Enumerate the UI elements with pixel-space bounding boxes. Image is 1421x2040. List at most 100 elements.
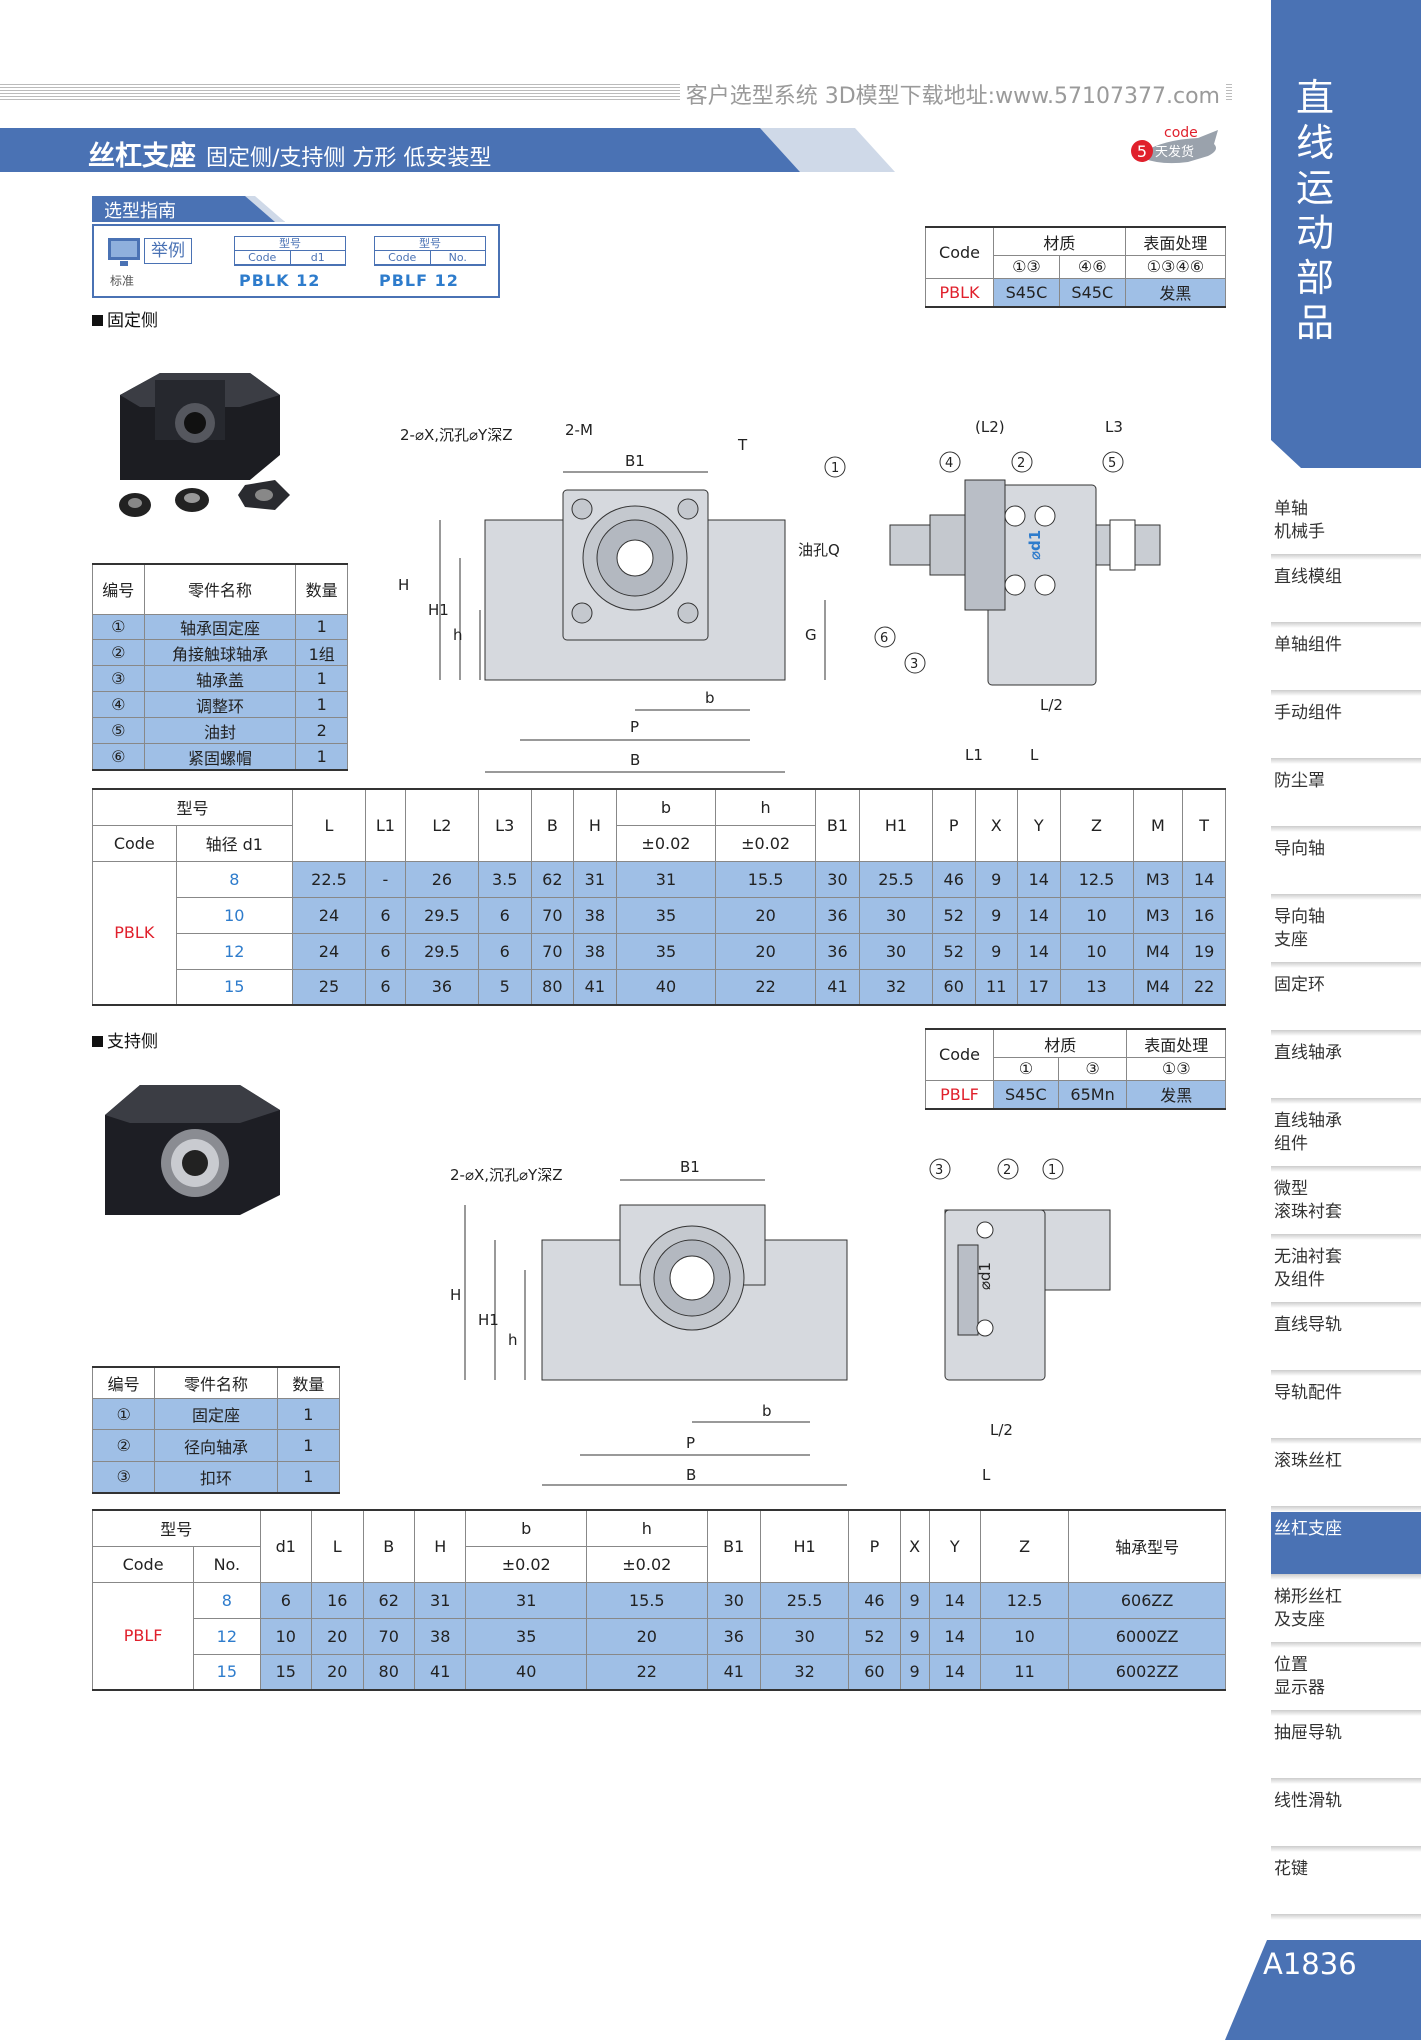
- sidebar-item-10[interactable]: 微型滚珠衬套: [1271, 1172, 1421, 1240]
- svg-text:H1: H1: [428, 601, 449, 619]
- col-header-b: b: [465, 1509, 587, 1547]
- support-side-front-drawing: 2-⌀X,沉孔⌀Y深Z B1 H H1 h b P B: [450, 1158, 848, 1486]
- col-header-b: b: [615, 788, 717, 826]
- col-header-L3: L3: [477, 788, 532, 862]
- sidebar-item-8[interactable]: 直线轴承: [1271, 1036, 1421, 1104]
- support-side-photo: [105, 1085, 280, 1215]
- svg-text:⌀d1: ⌀d1: [976, 1262, 994, 1290]
- svg-text:B: B: [630, 751, 640, 769]
- col-header-H1: H1: [859, 788, 933, 862]
- svg-text:2-⌀X,沉孔⌀Y深Z: 2-⌀X,沉孔⌀Y深Z: [450, 1166, 563, 1184]
- svg-text:2: 2: [1003, 1163, 1011, 1178]
- sidebar-item-0[interactable]: 单轴机械手: [1271, 492, 1421, 560]
- example-label: 举例: [144, 238, 192, 264]
- col-header-B1: B1: [814, 788, 861, 862]
- svg-text:2-M: 2-M: [565, 421, 593, 439]
- monitor-icon: [108, 238, 140, 266]
- example-value-1: PBLK 12: [239, 271, 321, 290]
- col-header-B: B: [362, 1509, 415, 1583]
- col-header-X: X: [974, 788, 1019, 862]
- title-bar: [0, 128, 810, 172]
- badge-code: code: [1164, 126, 1198, 141]
- sidebar-item-11[interactable]: 无油衬套及组件: [1271, 1240, 1421, 1308]
- col-header-d1: d1: [259, 1509, 313, 1583]
- svg-text:b: b: [762, 1402, 772, 1420]
- badge-days: 5: [1137, 142, 1147, 161]
- sidebar-item-12[interactable]: 直线导轨: [1271, 1308, 1421, 1376]
- col-header-B: B: [530, 788, 575, 862]
- svg-text:L1: L1: [965, 746, 983, 764]
- page-number: A1836: [1263, 1947, 1357, 1981]
- svg-text:b: b: [705, 689, 715, 707]
- sidebar-item-7[interactable]: 固定环: [1271, 968, 1421, 1036]
- col-header-P: P: [848, 1509, 901, 1583]
- sidebar-item-19[interactable]: 线性滑轨: [1271, 1784, 1421, 1852]
- col-header-M: M: [1132, 788, 1184, 862]
- sidebar-item-18[interactable]: 抽屉导轨: [1271, 1716, 1421, 1784]
- svg-text:⌀d1: ⌀d1: [1026, 530, 1044, 560]
- sidebar-item-13[interactable]: 导轨配件: [1271, 1376, 1421, 1444]
- svg-text:P: P: [686, 1434, 695, 1452]
- sidebar-item-9[interactable]: 直线轴承组件: [1271, 1104, 1421, 1172]
- svg-text:B1: B1: [625, 452, 645, 470]
- sidebar-item-17[interactable]: 位置显示器: [1271, 1648, 1421, 1716]
- sidebar-item-5[interactable]: 导向轴: [1271, 832, 1421, 900]
- col-header-H: H: [413, 1509, 467, 1583]
- col-header-Z: Z: [1059, 788, 1134, 862]
- sidebar-title: 直线运 动部品: [1295, 76, 1334, 345]
- svg-text:1: 1: [831, 461, 839, 476]
- section-support-side: 支持侧: [92, 1027, 158, 1052]
- svg-text:H: H: [450, 1286, 461, 1304]
- standard-label: 标准: [110, 274, 135, 288]
- page-subtitle: 固定侧/支持侧 方形 低安装型: [206, 146, 492, 171]
- col-header-T: T: [1182, 788, 1226, 862]
- sidebar-item-16[interactable]: 梯形丝杠及支座: [1271, 1580, 1421, 1648]
- sidebar-item-2[interactable]: 单轴组件: [1271, 628, 1421, 696]
- svg-text:4: 4: [945, 456, 953, 471]
- svg-text:L/2: L/2: [1040, 696, 1063, 714]
- support-side-section-drawing: ⌀d1 L/2 L 3 2 1: [929, 1158, 1111, 1484]
- svg-text:(L2): (L2): [975, 418, 1005, 436]
- fixed-side-front-drawing: 2-⌀X,沉孔⌀Y深Z 2-M B1 T 油孔Q 1 H H1 h G b P …: [398, 421, 846, 773]
- sidebar-item-4[interactable]: 防尘罩: [1271, 764, 1421, 832]
- svg-text:1: 1: [1048, 1163, 1056, 1178]
- col-header-H1: H1: [759, 1509, 850, 1583]
- col-header-L: L: [291, 788, 366, 862]
- col-header-X: X: [899, 1509, 930, 1583]
- col-header-Y: Y: [928, 1509, 981, 1583]
- sidebar-item-3[interactable]: 手动组件: [1271, 696, 1421, 764]
- sidebar-banner: [1271, 0, 1421, 468]
- download-url: 客户选型系统 3D模型下载地址:www.57107377.com: [679, 78, 1226, 110]
- svg-text:2: 2: [1017, 456, 1025, 471]
- svg-text:h: h: [508, 1331, 518, 1349]
- delivery-badge: 5 code 天发货: [1131, 126, 1218, 164]
- col-header-P: P: [931, 788, 976, 862]
- svg-text:L: L: [982, 1466, 991, 1484]
- svg-text:B1: B1: [680, 1158, 700, 1176]
- sidebar-item-15[interactable]: 丝杠支座: [1271, 1512, 1421, 1580]
- sidebar-item-1[interactable]: 直线模组: [1271, 560, 1421, 628]
- sidebar-item-14[interactable]: 滚珠丝杠: [1271, 1444, 1421, 1512]
- col-header-Z: Z: [979, 1509, 1070, 1583]
- svg-text:T: T: [737, 436, 748, 454]
- sidebar-item-20[interactable]: 花键: [1271, 1852, 1421, 1920]
- svg-text:L/2: L/2: [990, 1421, 1013, 1439]
- svg-text:P: P: [630, 718, 639, 736]
- svg-text:6: 6: [880, 631, 888, 646]
- page-title: 丝杠支座固定侧/支持侧 方形 低安装型: [88, 141, 492, 172]
- sidebar-item-6[interactable]: 导向轴支座: [1271, 900, 1421, 968]
